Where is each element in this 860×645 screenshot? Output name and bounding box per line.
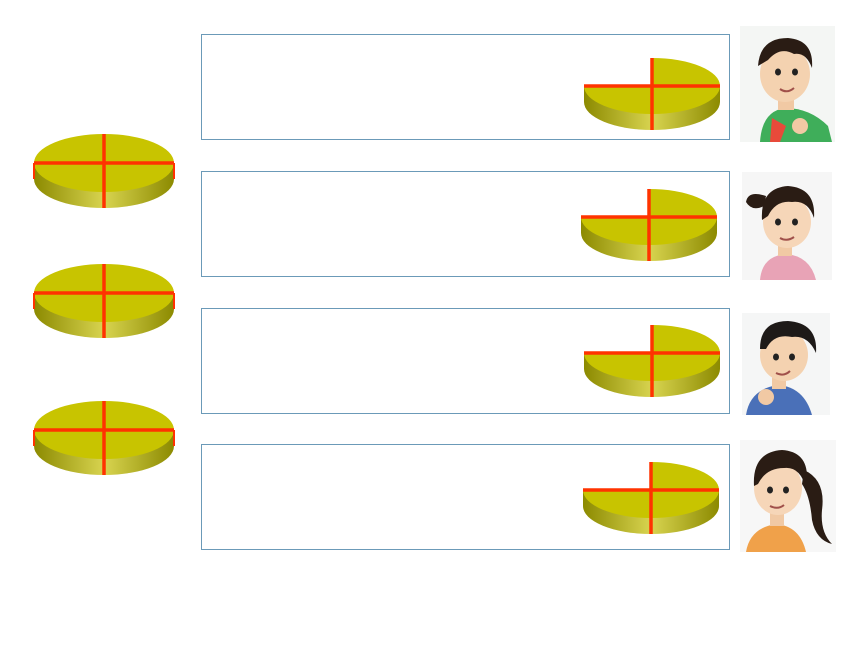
pie-full-icon: [33, 401, 175, 475]
character-girl-1: [742, 172, 832, 280]
girl-avatar-icon: [740, 440, 836, 552]
partial-pie-2: [579, 187, 719, 265]
whole-pie-3: [33, 400, 175, 478]
girl-avatar-icon: [742, 172, 832, 280]
character-boy-2: [742, 313, 830, 415]
partial-pie-1: [582, 56, 722, 134]
partial-pie-4: [581, 460, 721, 538]
boy-avatar-icon: [742, 313, 830, 415]
whole-pie-2: [33, 263, 175, 341]
pie-three-quarters-icon: [581, 189, 717, 261]
character-girl-2: [740, 440, 836, 552]
pie-three-quarters-icon: [584, 58, 720, 130]
pie-full-icon: [33, 264, 175, 338]
pie-full-icon: [33, 134, 175, 208]
whole-pie-1: [33, 133, 175, 211]
pie-three-quarters-icon: [583, 462, 719, 534]
partial-pie-3: [582, 323, 722, 401]
character-boy-1: [740, 26, 835, 142]
boy-avatar-icon: [740, 26, 835, 142]
pie-three-quarters-icon: [584, 325, 720, 397]
